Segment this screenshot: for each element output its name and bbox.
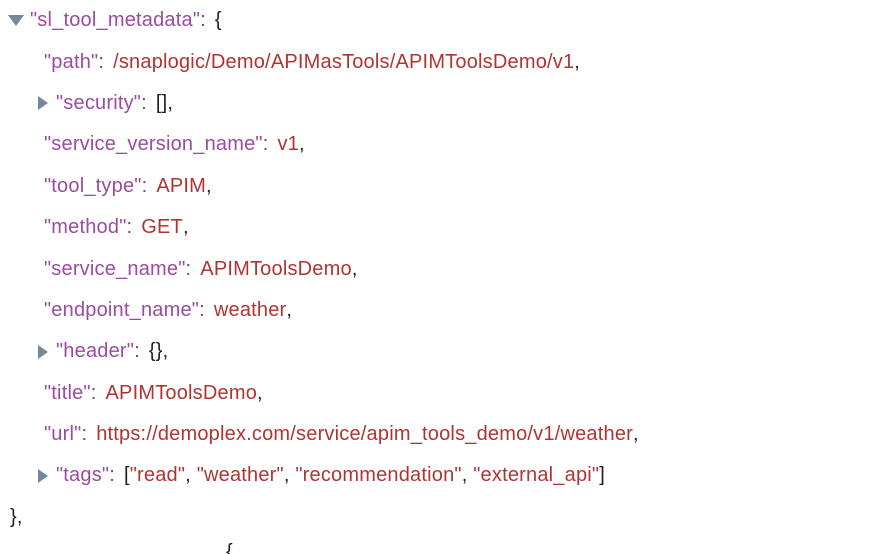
- json-colon: :: [199, 298, 205, 321]
- array-item: "read": [129, 464, 186, 487]
- json-colon: :: [126, 216, 133, 239]
- item-separator: ,: [461, 464, 474, 487]
- trailing-comma: ,: [299, 133, 305, 156]
- json-value: v1: [277, 133, 299, 156]
- json-colon: :: [98, 50, 105, 73]
- trailing-comma: ,: [162, 340, 169, 363]
- trailing-comma: ,: [183, 216, 189, 239]
- trailing-comma: ,: [206, 174, 212, 197]
- json-row-tags[interactable]: "tags": ["read", "weather", "recommendati…: [0, 455, 872, 496]
- array-item: "recommendation": [295, 464, 462, 487]
- json-value: /snaplogic/Demo/APIMasTools/APIMToolsDem…: [113, 50, 575, 73]
- json-colon: :: [134, 340, 140, 363]
- expand-toggle-icon[interactable]: [38, 344, 48, 359]
- json-row-method: "method": GET,: [0, 207, 872, 248]
- open-bracket: [: [123, 464, 130, 487]
- json-colon: :: [141, 174, 148, 197]
- close-brace: },: [10, 505, 23, 528]
- json-row-url: "url": https://demoplex.com/service/apim_…: [0, 414, 872, 455]
- trailing-comma: ,: [574, 50, 581, 73]
- trailing-comma: ,: [257, 381, 263, 404]
- json-row-endpoint_name: "endpoint_name": weather,: [0, 290, 872, 331]
- array-item: "external_api": [473, 464, 600, 487]
- json-row-service_version_name: "service_version_name": v1,: [0, 124, 872, 165]
- array-item: "weather": [196, 464, 284, 487]
- json-value: APIMToolsDemo: [200, 257, 352, 280]
- json-key: "tool_type": [44, 174, 142, 197]
- json-key: "method": [44, 216, 127, 239]
- item-separator: ,: [185, 464, 197, 487]
- item-separator: ,: [283, 464, 296, 487]
- json-key: "service_name": [44, 257, 186, 280]
- json-row-header[interactable]: "header": {},: [0, 331, 872, 372]
- json-value: APIMToolsDemo: [105, 381, 258, 404]
- json-colon: :: [81, 423, 88, 446]
- json-colon: :: [185, 257, 192, 280]
- json-row-sl_tool_metadata[interactable]: "sl_tool_metadata": {: [0, 0, 872, 41]
- open-brace: {: [214, 9, 222, 32]
- json-row-tool_type: "tool_type": APIM,: [0, 166, 872, 207]
- json-key: "url": [44, 423, 82, 446]
- json-partial-open-brace: {: [226, 541, 233, 554]
- json-value: APIM: [156, 174, 207, 197]
- json-row-service_name: "service_name": APIMToolsDemo,: [0, 248, 872, 289]
- json-key: "endpoint_name": [44, 298, 200, 321]
- expand-toggle-icon[interactable]: [38, 468, 48, 483]
- json-key: "service_version_name": [44, 133, 263, 156]
- json-key: "security": [56, 91, 142, 114]
- json-value: weather: [213, 298, 287, 321]
- json-row-path: "path": /snaplogic/Demo/APIMasTools/APIMT…: [0, 41, 872, 82]
- close-bracket: ]: [599, 464, 605, 487]
- collapsed-preview: {}: [148, 340, 163, 363]
- json-key: "title": [44, 381, 91, 404]
- json-colon: :: [141, 91, 147, 114]
- json-colon: :: [262, 133, 269, 156]
- trailing-comma: ,: [351, 257, 358, 280]
- json-key: "tags": [56, 464, 110, 487]
- collapsed-preview: []: [155, 91, 168, 114]
- trailing-comma: ,: [167, 91, 174, 114]
- trailing-comma: ,: [286, 298, 293, 321]
- expand-toggle-icon[interactable]: [38, 96, 48, 111]
- json-row-title: "title": APIMToolsDemo,: [0, 373, 872, 414]
- json-colon: :: [109, 464, 115, 487]
- json-key: "header": [56, 340, 135, 363]
- json-row-close: },: [0, 497, 872, 538]
- json-value: https://demoplex.com/service/apim_tools_…: [96, 423, 634, 446]
- json-row-security[interactable]: "security": [],: [0, 83, 872, 124]
- collapse-toggle-icon[interactable]: [8, 15, 24, 27]
- json-key: "path": [44, 50, 99, 73]
- json-key: "sl_tool_metadata": [30, 9, 201, 32]
- json-value: GET: [141, 216, 183, 239]
- json-colon: :: [200, 9, 206, 32]
- json-colon: :: [90, 381, 97, 404]
- trailing-comma: ,: [633, 423, 639, 446]
